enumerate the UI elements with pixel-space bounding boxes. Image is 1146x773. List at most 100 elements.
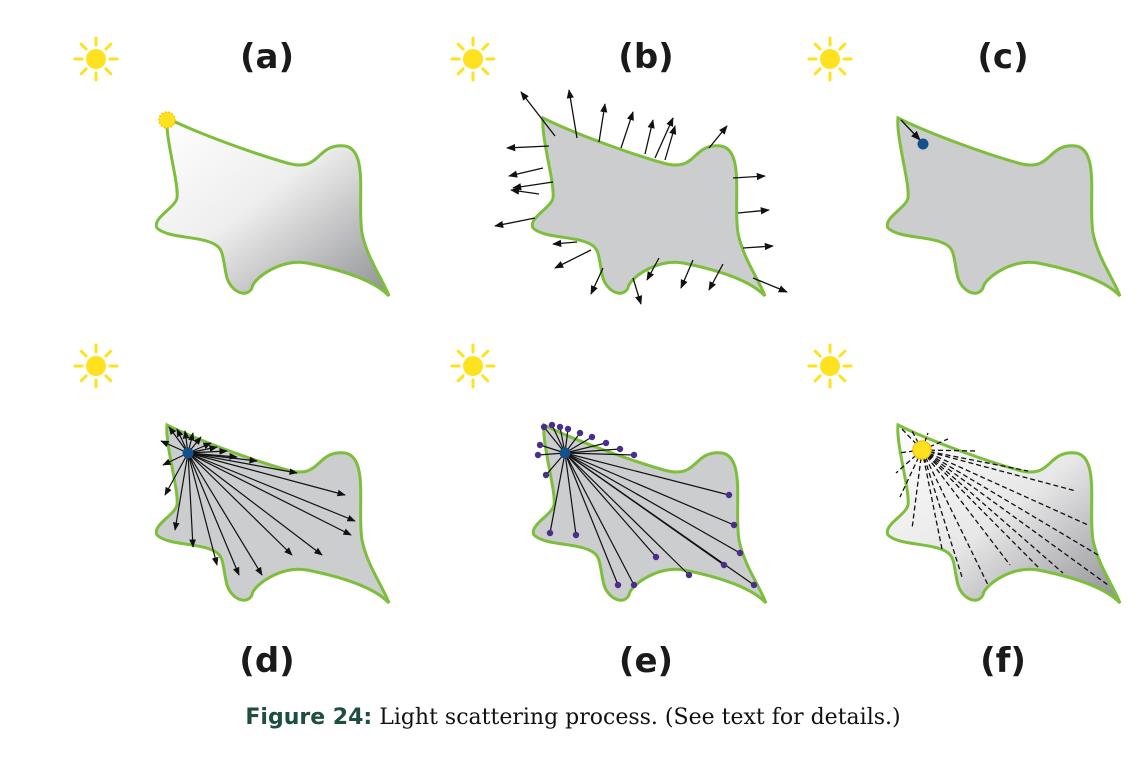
panel-label-b: (b) bbox=[618, 37, 673, 77]
dashed-ray bbox=[921, 449, 1099, 556]
sun-icon bbox=[807, 36, 853, 82]
panel-b bbox=[494, 89, 788, 305]
ray-line bbox=[564, 448, 621, 454]
ray-line bbox=[564, 452, 577, 536]
ray-arrow bbox=[172, 452, 189, 531]
panel-a-shape bbox=[154, 116, 391, 298]
scatter-arrow bbox=[654, 117, 674, 159]
figure-caption: Figure 24: Light scattering process. (Se… bbox=[0, 705, 1146, 730]
panel-c bbox=[885, 116, 1122, 298]
dashed-ray bbox=[911, 449, 923, 530]
ray-arrow bbox=[164, 452, 189, 496]
scatter-arrow bbox=[646, 257, 660, 281]
boundary-point bbox=[630, 581, 638, 589]
boundary-point bbox=[534, 451, 542, 459]
boundary-point bbox=[572, 531, 580, 539]
panel-b-outgoing-arrows bbox=[494, 89, 788, 305]
ray-arrow bbox=[187, 452, 196, 548]
sun-icon bbox=[73, 343, 119, 389]
ray-line bbox=[564, 452, 730, 496]
scatter-arrow bbox=[494, 217, 536, 228]
scatter-arrow bbox=[664, 125, 677, 161]
ray-line bbox=[543, 426, 566, 454]
ray-line bbox=[564, 452, 690, 576]
panel-f-light-source bbox=[912, 440, 932, 460]
panel-c-arrow bbox=[900, 119, 921, 141]
panel-e-rays bbox=[537, 424, 755, 586]
ray-line bbox=[564, 452, 657, 558]
ray-arrow bbox=[187, 452, 352, 536]
ray-line bbox=[549, 452, 566, 534]
panel-label-c: (c) bbox=[977, 37, 1028, 77]
panel-f-dashed-rays bbox=[895, 428, 1109, 586]
dashed-ray bbox=[921, 449, 1064, 574]
boundary-point bbox=[630, 451, 638, 459]
boundary-point bbox=[588, 433, 596, 441]
ray-line bbox=[564, 452, 725, 566]
ray-arrow bbox=[187, 452, 298, 475]
figure-label: Figure 24: bbox=[245, 705, 373, 730]
panel-d bbox=[154, 423, 391, 605]
panel-a bbox=[154, 111, 391, 298]
boundary-point bbox=[725, 491, 733, 499]
panel-label-e: (e) bbox=[619, 641, 673, 681]
scatter-arrow bbox=[590, 267, 604, 295]
panel-e-blue-point bbox=[559, 447, 571, 459]
ray-line bbox=[564, 452, 741, 554]
ray-line bbox=[564, 452, 735, 526]
ray-line bbox=[564, 442, 607, 454]
scatter-arrow bbox=[708, 125, 728, 149]
sun-icon bbox=[73, 36, 119, 82]
scatter-arrow bbox=[598, 103, 608, 143]
dashed-ray bbox=[921, 449, 1077, 492]
scatter-arrow bbox=[508, 167, 544, 178]
sun-icon bbox=[450, 36, 496, 82]
boundary-point bbox=[730, 521, 738, 529]
scatter-arrow bbox=[512, 181, 554, 191]
boundary-point bbox=[542, 471, 550, 479]
panel-a-light-source bbox=[158, 111, 176, 129]
scatter-arrow bbox=[732, 172, 766, 181]
scatter-arrow bbox=[552, 239, 578, 247]
scatter-arrow bbox=[680, 259, 694, 289]
ray-arrow bbox=[187, 452, 356, 522]
scatter-arrow bbox=[737, 207, 770, 215]
scatter-arrow bbox=[506, 143, 550, 152]
boundary-point bbox=[548, 421, 556, 429]
dashed-ray bbox=[921, 449, 943, 550]
scatter-arrow bbox=[644, 119, 655, 155]
panel-b-shape bbox=[530, 116, 767, 298]
boundary-point bbox=[616, 445, 624, 453]
boundary-point bbox=[556, 423, 564, 431]
panel-e bbox=[531, 421, 768, 605]
boundary-point bbox=[564, 425, 572, 433]
dashed-ray bbox=[921, 449, 963, 578]
scatter-arrow bbox=[632, 277, 643, 305]
dashed-ray bbox=[921, 449, 1039, 568]
scatter-arrow bbox=[510, 187, 540, 195]
ray-arrow bbox=[187, 452, 263, 576]
ray-arrow bbox=[187, 448, 228, 455]
panel-d-blue-point bbox=[182, 447, 194, 459]
boundary-point bbox=[540, 423, 548, 431]
dashed-ray bbox=[921, 449, 1109, 586]
dashed-ray bbox=[921, 449, 1089, 526]
boundary-point bbox=[720, 561, 728, 569]
ray-arrow bbox=[187, 452, 219, 566]
caption-text: Light scattering process. (See text for … bbox=[379, 705, 901, 730]
boundary-point bbox=[602, 439, 610, 447]
dashed-ray bbox=[921, 449, 1011, 566]
scatter-arrow bbox=[620, 111, 634, 149]
boundary-point bbox=[685, 571, 693, 579]
scatter-arrow bbox=[708, 263, 724, 291]
panel-label-f: (f) bbox=[980, 641, 1026, 681]
ray-arrow bbox=[187, 452, 238, 460]
scatter-arrow bbox=[520, 91, 556, 137]
panel-c-blue-point bbox=[917, 138, 929, 150]
ray-arrow bbox=[187, 452, 293, 556]
panel-label-d: (d) bbox=[239, 641, 294, 681]
boundary-point bbox=[576, 429, 584, 437]
sun-icon bbox=[450, 343, 496, 389]
scatter-arrow bbox=[554, 249, 592, 269]
